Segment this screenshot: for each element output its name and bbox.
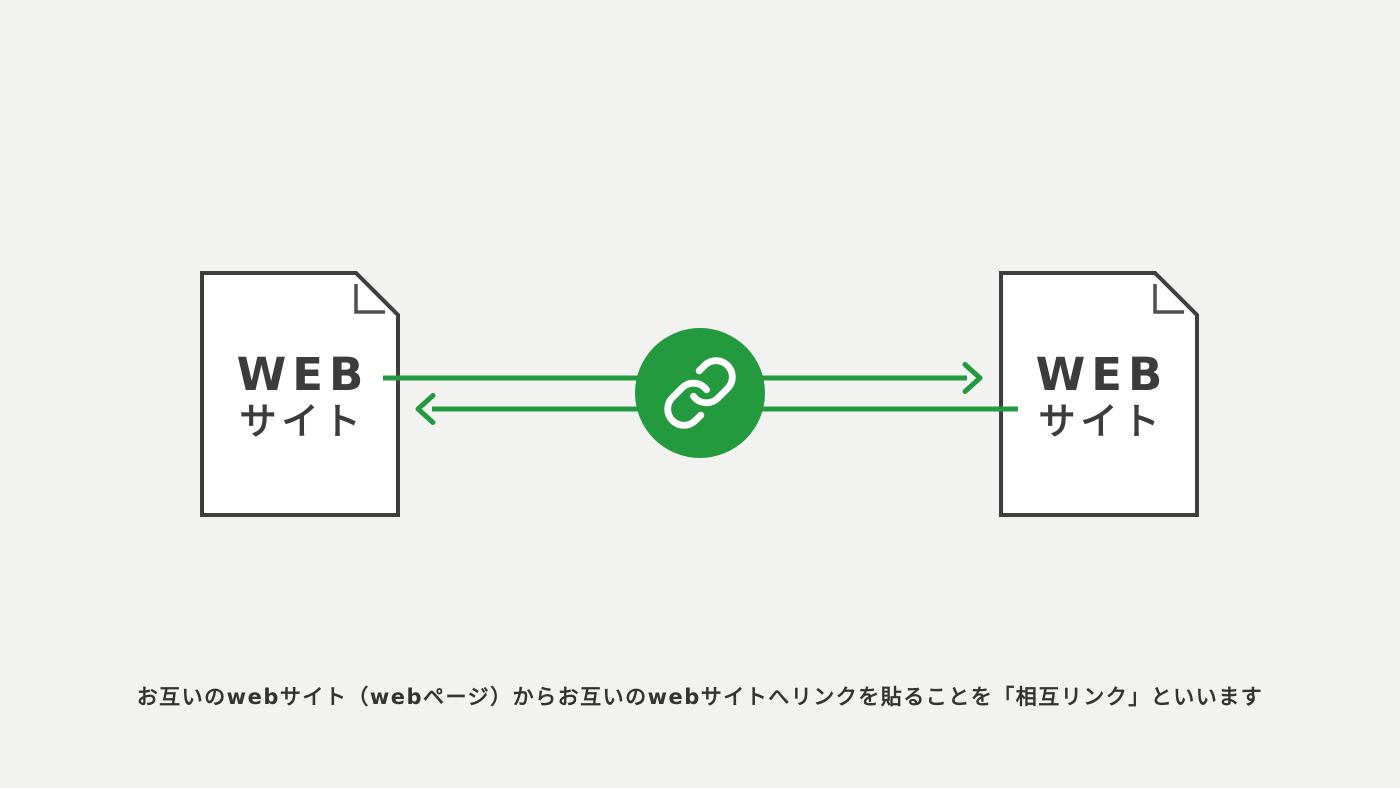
website-label-line2: サイト xyxy=(1038,400,1165,443)
left-website-label: WEB サイト xyxy=(200,271,400,517)
document-shape xyxy=(999,271,1199,517)
left-website-document: WEB サイト xyxy=(200,271,400,517)
link-hub-circle xyxy=(635,328,765,458)
website-label-line1: WEB xyxy=(1035,348,1169,401)
document-outline xyxy=(999,271,1199,517)
folded-corner-icon xyxy=(1153,284,1184,314)
folded-corner-icon xyxy=(354,284,385,314)
document-shape xyxy=(200,271,400,517)
right-website-label: WEB サイト xyxy=(999,271,1199,517)
caption-text: お互いのwebサイト（webページ）からお互いのwebサイトへリンクを貼ることを… xyxy=(136,685,1264,709)
document-outline xyxy=(200,271,400,517)
website-label-line1: WEB xyxy=(236,348,370,401)
arrow-left-head-icon xyxy=(415,393,436,425)
chain-link-icon xyxy=(664,357,736,429)
right-website-document: WEB サイト xyxy=(999,271,1199,517)
website-label-line2: サイト xyxy=(239,400,366,443)
arrow-right-head-icon xyxy=(962,362,983,394)
